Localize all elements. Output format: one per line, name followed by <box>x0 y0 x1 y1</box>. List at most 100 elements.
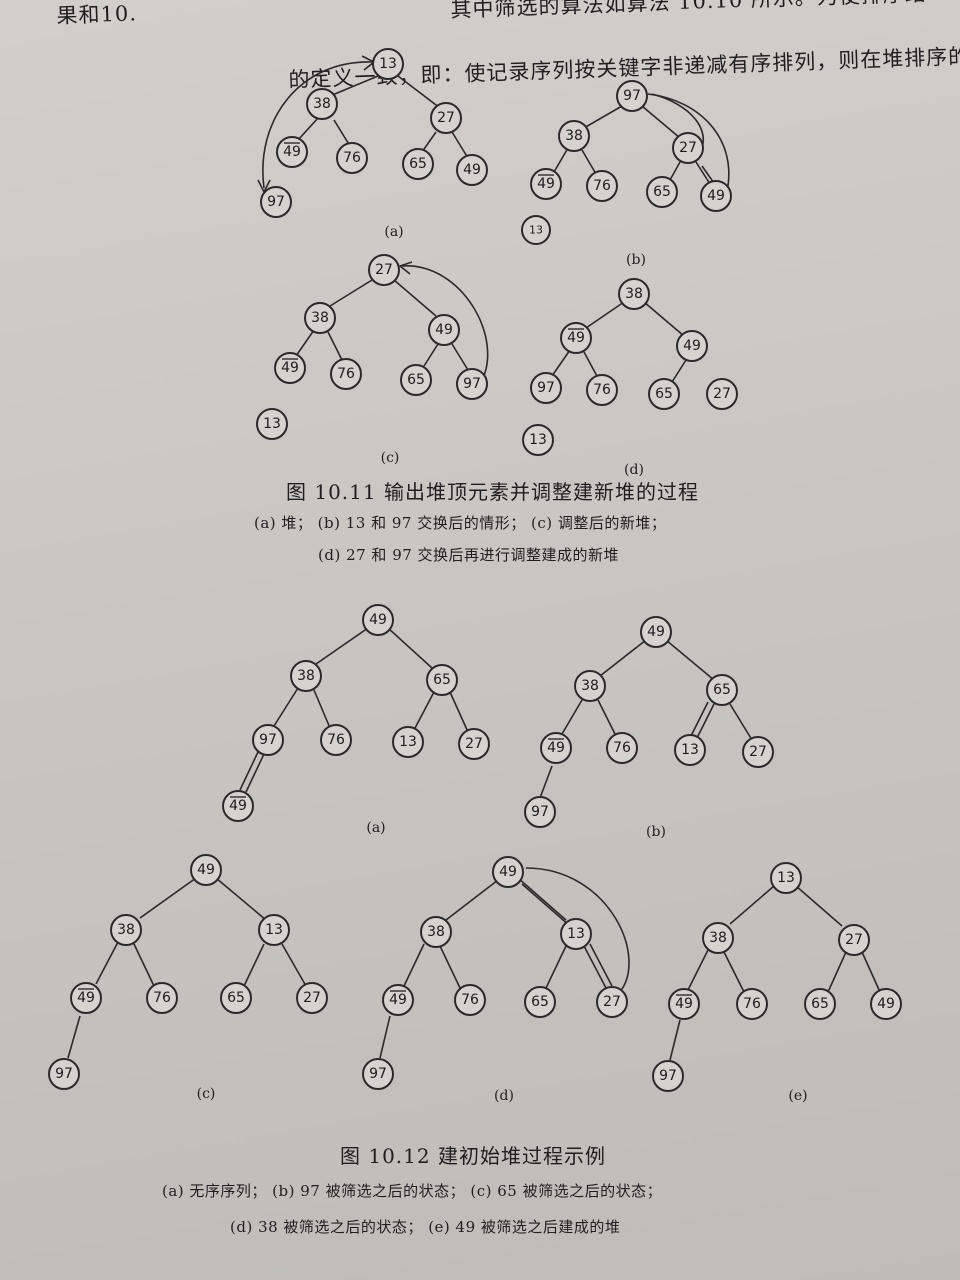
svg-text:97: 97 <box>537 380 555 396</box>
node-38: 38 <box>306 88 338 120</box>
node-49b: 49 <box>70 982 102 1014</box>
svg-text:65: 65 <box>713 682 731 698</box>
fig-10-11-b-label: (b) <box>626 252 646 268</box>
svg-text:76: 76 <box>593 178 611 194</box>
node-65: 65 <box>400 364 432 396</box>
node-27: 27 <box>596 986 628 1018</box>
svg-text:76: 76 <box>593 382 611 398</box>
svg-text:97: 97 <box>531 804 549 820</box>
svg-text:97: 97 <box>55 1066 73 1082</box>
svg-text:49: 49 <box>77 990 95 1006</box>
svg-text:49: 49 <box>463 162 481 178</box>
swap-arc <box>262 61 373 189</box>
node-76: 76 <box>586 374 618 406</box>
node-97: 97 <box>260 186 292 218</box>
svg-text:38: 38 <box>565 128 583 144</box>
node-76: 76 <box>336 142 368 174</box>
node-13: 13 <box>258 914 290 946</box>
node-38: 38 <box>618 278 650 310</box>
svg-text:38: 38 <box>297 668 315 684</box>
node-27: 27 <box>368 254 400 286</box>
node-13: 13 <box>521 215 551 245</box>
fig-10-11-b: 97 38 27 49 76 65 49 13 (b) <box>521 80 732 268</box>
fig-10-11-caption-line2: (d) 27 和 97 交换后再进行调整建成的新堆 <box>318 546 620 564</box>
svg-text:49: 49 <box>537 176 555 192</box>
node-65: 65 <box>524 986 556 1018</box>
node-38: 38 <box>304 302 336 334</box>
svg-text:97: 97 <box>463 376 481 392</box>
node-97: 97 <box>616 80 648 112</box>
fig-10-12-a: 49 38 65 97 76 13 27 49 (a) <box>222 604 490 836</box>
svg-text:97: 97 <box>659 1068 677 1084</box>
svg-text:76: 76 <box>613 740 631 756</box>
fig-10-12-b: 49 38 65 49 76 13 27 97 (b) <box>524 616 774 840</box>
svg-text:38: 38 <box>427 924 445 940</box>
fig-10-12-caption-line1: (a) 无序序列； (b) 97 被筛选之后的状态； (c) 65 被筛选之后的… <box>162 1182 663 1200</box>
svg-text:76: 76 <box>153 990 171 1006</box>
fig-10-12-e: 13 38 27 49 76 65 49 97 (e) <box>652 862 902 1104</box>
node-97: 97 <box>362 1058 394 1090</box>
node-27: 27 <box>706 378 738 410</box>
svg-text:13: 13 <box>265 922 283 938</box>
node-76: 76 <box>736 988 768 1020</box>
node-97: 97 <box>524 796 556 828</box>
node-49b: 49 <box>530 168 562 200</box>
node-65: 65 <box>706 674 738 706</box>
node-97: 97 <box>652 1060 684 1092</box>
node-27: 27 <box>458 728 490 760</box>
fig-10-11-caption-line1: (a) 堆； (b) 13 和 97 交换后的情形； (c) 调整后的新堆； <box>254 514 667 532</box>
node-49: 49 <box>700 180 732 212</box>
svg-text:97: 97 <box>623 88 641 104</box>
svg-text:13: 13 <box>529 224 543 237</box>
svg-text:76: 76 <box>343 150 361 166</box>
node-49b: 49 <box>276 136 308 168</box>
node-13: 13 <box>770 862 802 894</box>
svg-text:49: 49 <box>389 992 407 1008</box>
node-38: 38 <box>290 660 322 692</box>
node-49b: 49 <box>274 352 306 384</box>
svg-text:65: 65 <box>407 372 425 388</box>
node-13: 13 <box>522 424 554 456</box>
node-65: 65 <box>646 176 678 208</box>
svg-text:38: 38 <box>625 286 643 302</box>
node-13: 13 <box>674 734 706 766</box>
node-97: 97 <box>530 372 562 404</box>
node-27: 27 <box>296 982 328 1014</box>
fig-10-11-c: 27 38 49 49 76 65 97 13 (c) <box>256 254 489 466</box>
node-13: 13 <box>560 918 592 950</box>
fig-10-12-b-label: (b) <box>646 824 666 840</box>
svg-text:27: 27 <box>845 932 863 948</box>
svg-text:76: 76 <box>461 992 479 1008</box>
svg-text:49: 49 <box>877 996 895 1012</box>
svg-text:49: 49 <box>707 188 725 204</box>
svg-text:27: 27 <box>603 994 621 1010</box>
node-49: 49 <box>190 854 222 886</box>
node-49b: 49 <box>382 984 414 1016</box>
svg-text:27: 27 <box>437 110 455 126</box>
svg-text:97: 97 <box>259 732 277 748</box>
node-49: 49 <box>362 604 394 636</box>
fig-10-12-c: 49 38 13 49 76 65 27 97 (c) <box>48 854 328 1102</box>
svg-text:13: 13 <box>399 734 417 750</box>
svg-text:49: 49 <box>435 322 453 338</box>
svg-text:38: 38 <box>709 930 727 946</box>
svg-text:13: 13 <box>529 432 547 448</box>
node-97: 97 <box>48 1058 80 1090</box>
svg-text:27: 27 <box>465 736 483 752</box>
svg-text:65: 65 <box>227 990 245 1006</box>
node-38: 38 <box>574 670 606 702</box>
fig-10-11-d: 38 49 49 97 76 65 27 13 (d) <box>522 278 738 478</box>
svg-text:13: 13 <box>263 416 281 432</box>
svg-text:13: 13 <box>379 56 397 72</box>
node-97: 97 <box>252 724 284 756</box>
node-76: 76 <box>320 724 352 756</box>
fig-10-12-d: 49 38 13 49 76 65 27 97 (d) <box>362 856 630 1104</box>
fig-10-11-a-label: (a) <box>384 224 403 240</box>
node-38: 38 <box>702 922 734 954</box>
fig-10-11-d-label: (d) <box>624 462 644 478</box>
svg-text:49: 49 <box>197 862 215 878</box>
svg-text:38: 38 <box>117 922 135 938</box>
node-97: 97 <box>456 368 488 400</box>
node-27: 27 <box>838 924 870 956</box>
